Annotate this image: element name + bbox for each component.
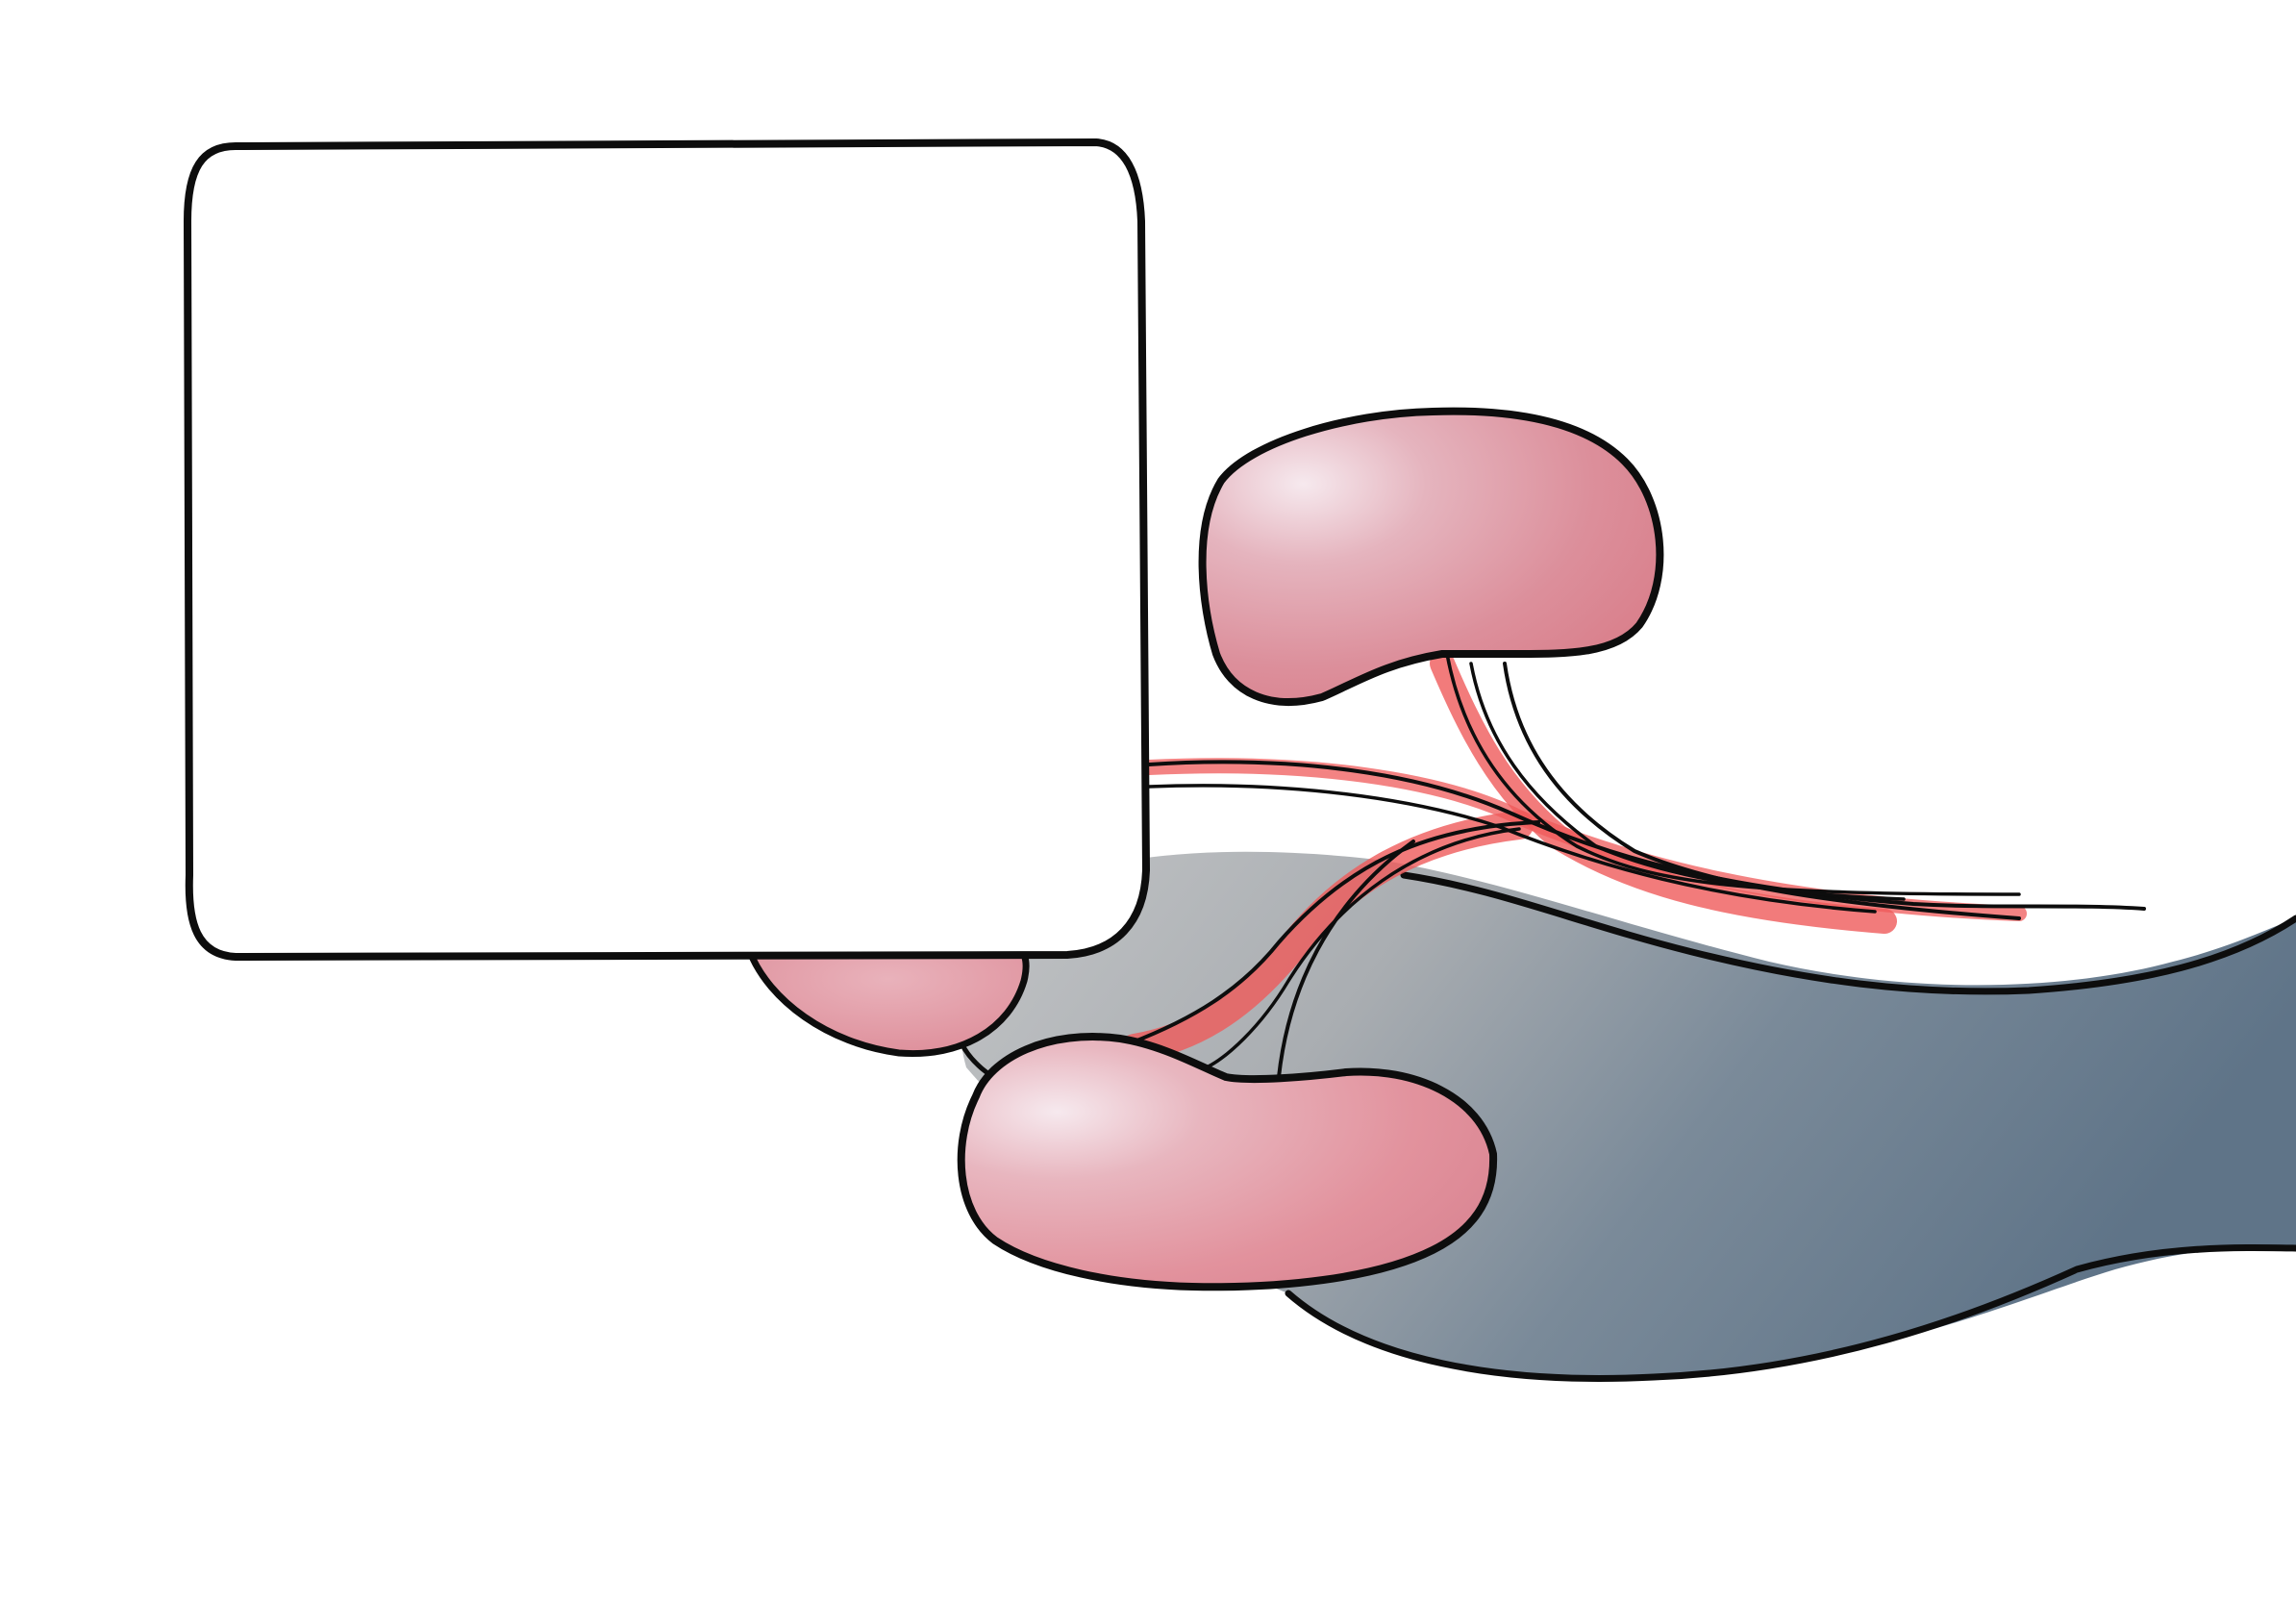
- upper-lobe: [1198, 407, 1664, 706]
- lower-lobe: [957, 1033, 1498, 1291]
- body-top-outline: [1400, 871, 2296, 995]
- body-bottom-outline: [1285, 1244, 2296, 1382]
- fiber-bundles: [1120, 651, 2146, 1079]
- label-box: [184, 138, 1150, 961]
- hidden-lobe: [746, 943, 1030, 1058]
